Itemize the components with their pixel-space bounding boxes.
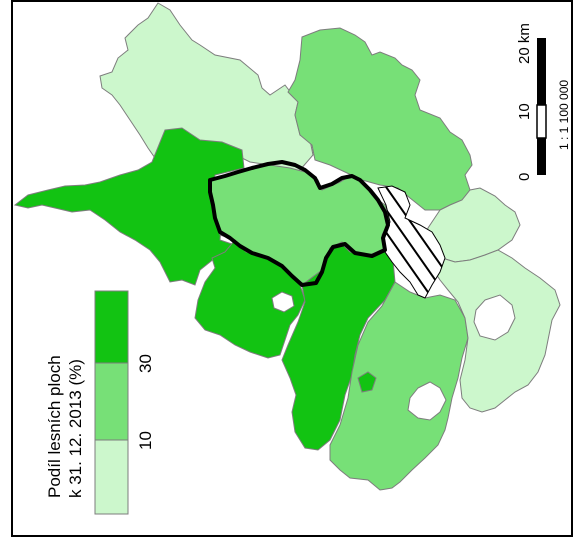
- scale-tick-10: 10: [516, 103, 533, 120]
- legend: 10 30 Podíl lesních ploch k 31. 12. 2013…: [45, 290, 155, 515]
- scale-segment-far: [537, 38, 546, 105]
- legend-title-line1: Podíl lesních ploch: [45, 355, 64, 498]
- legend-break-low: 10: [136, 431, 155, 450]
- legend-swatch-high: [94, 290, 129, 364]
- scale-bar: 0 10 20 km 1 : 1 100 000: [516, 23, 571, 181]
- legend-break-high: 30: [136, 354, 155, 373]
- region-west: [13, 127, 246, 286]
- scale-tick-20: 20 km: [516, 23, 533, 64]
- enclave-west: [271, 291, 295, 313]
- legend-swatch-low: [94, 439, 129, 515]
- region-layer: [13, 2, 561, 491]
- scale-segment-mid: [536, 104, 547, 139]
- enclave-south: [407, 381, 447, 421]
- highlight-outline: [208, 160, 390, 287]
- legend-title-line2: k 31. 12. 2013 (%): [66, 359, 85, 498]
- enclave-east: [473, 294, 516, 341]
- map-frame: [11, 0, 573, 537]
- scale-ratio: 1 : 1 100 000: [557, 80, 571, 150]
- region-small-dark: [357, 371, 377, 393]
- scale-segment-near: [537, 138, 546, 175]
- legend-swatch-mid: [94, 362, 129, 441]
- scale-tick-0: 0: [516, 173, 533, 181]
